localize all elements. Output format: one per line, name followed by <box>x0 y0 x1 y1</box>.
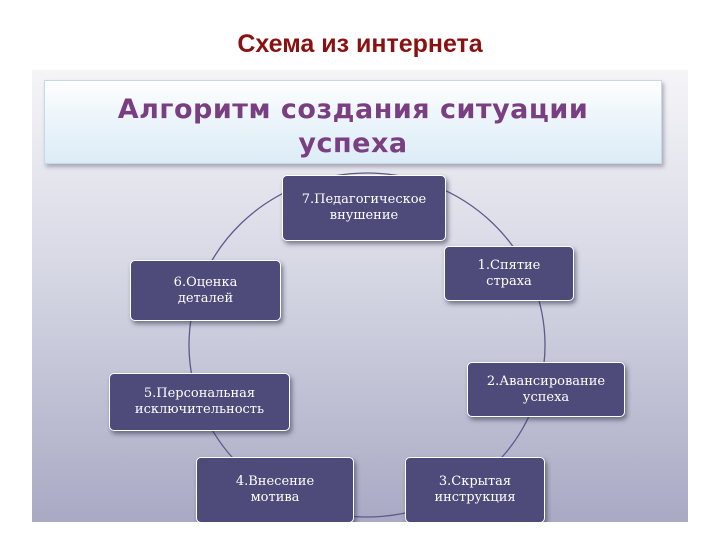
diagram-heading: Алгоритм создания ситуации успеха <box>117 94 589 159</box>
page-title: Схема из интернета <box>237 30 483 58</box>
step-6-node: 6.Оценка деталей <box>130 260 281 321</box>
step-4-node: 4.Внесение мотива <box>196 457 354 522</box>
step-5-node: 5.Персональная исключительность <box>109 373 290 431</box>
cycle-ring <box>188 172 546 518</box>
cycle-ellipse <box>188 172 546 518</box>
step-1-node: 1.Спятие страха <box>444 246 574 301</box>
step-7-node: 7.Педагогическое внушение <box>282 175 446 241</box>
step-3-node: 3.Скрытая инструкция <box>405 457 545 522</box>
diagram-panel: Алгоритм создания ситуации успеха 7.Педа… <box>32 70 688 522</box>
step-2-node: 2.Авансирование успеха <box>467 362 625 417</box>
title-banner: Алгоритм создания ситуации успеха <box>44 80 662 164</box>
